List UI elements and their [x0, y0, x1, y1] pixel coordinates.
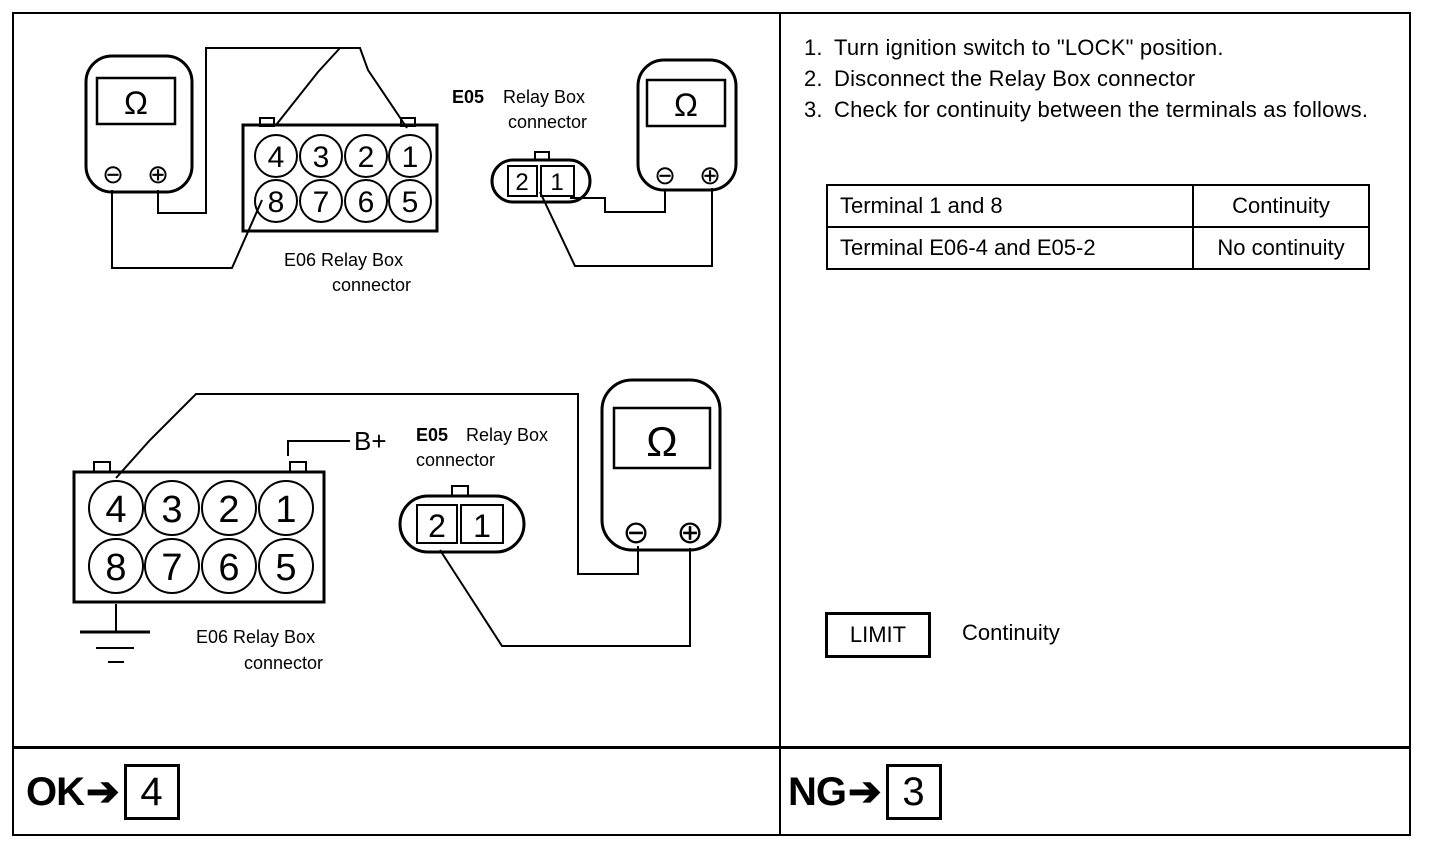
bottom-e06-connector: 4 3 2 1 8 7 6 5	[72, 461, 326, 604]
top-e05-label-id: E05	[452, 87, 484, 107]
bottom-e05-label-id: E05	[416, 425, 448, 445]
step-number: 1.	[804, 35, 823, 60]
top-wires	[111, 47, 713, 269]
ohm-symbol: Ω	[646, 418, 677, 465]
pin-7: 7	[161, 547, 182, 589]
bottom-e05-label-line2: connector	[416, 450, 495, 470]
top-e05-label-line2: connector	[508, 112, 587, 132]
instruction-step: 2. Disconnect the Relay Box connector	[804, 63, 1394, 94]
bottom-e06-label-line1: E06 Relay Box	[196, 627, 315, 647]
top-e06-pins: 4 3 2 1 8 7 6 5	[254, 134, 432, 223]
ohm-symbol: Ω	[124, 85, 148, 121]
top-e05-connector: 2 1	[490, 151, 592, 204]
instruction-step: 3. Check for continuity between the termi…	[804, 94, 1394, 125]
e05-pin-1: 1	[550, 169, 563, 196]
instruction-step: 1. Turn ignition switch to "LOCK" positio…	[804, 32, 1394, 63]
bottom-diagram: Ω ⊖ ⊕ 4 3 2 1 8 7 6 5	[72, 378, 722, 663]
step-number: 3.	[804, 97, 823, 122]
table-row: Terminal E06-4 and E05-2 No continuity	[826, 226, 1370, 270]
bottom-e05-label-line1: Relay Box	[466, 425, 548, 445]
table-row: Terminal 1 and 8 Continuity	[826, 184, 1370, 228]
pin-3: 3	[161, 489, 182, 531]
terminals-cell: Terminal 1 and 8	[826, 184, 1194, 228]
top-diagram: Ω ⊖ ⊕ Ω ⊖ ⊕ 4 3 2 1 8 7	[84, 47, 738, 269]
bottom-wires	[80, 393, 691, 663]
pin-2: 2	[218, 489, 239, 531]
pin-1: 1	[402, 141, 419, 174]
pin-4: 4	[105, 489, 126, 531]
pin-7: 7	[313, 186, 330, 219]
pin-3: 3	[313, 141, 330, 174]
instruction-steps: 1. Turn ignition switch to "LOCK" positio…	[804, 32, 1394, 125]
horizontal-divider	[12, 746, 1411, 749]
vertical-divider	[779, 12, 781, 836]
plus-terminal-icon: ⊕	[147, 159, 169, 189]
pin-8: 8	[268, 186, 285, 219]
bottom-e06-label-line2: connector	[244, 653, 323, 673]
e05-pin-2: 2	[428, 508, 446, 544]
ng-next-step-link[interactable]: 3	[885, 764, 942, 820]
bottom-e05-connector: 2 1	[398, 485, 526, 554]
top-e06-label-line2: connector	[332, 275, 411, 295]
terminals-cell: Terminal E06-4 and E05-2	[826, 226, 1194, 270]
pin-5: 5	[275, 547, 296, 589]
limit-value: Continuity	[962, 620, 1060, 645]
top-right-ohmmeter: Ω ⊖ ⊕	[636, 58, 738, 192]
top-e06-label-line1: E06 Relay Box	[284, 250, 403, 270]
e05-pin-2: 2	[515, 169, 528, 196]
step-text: Disconnect the Relay Box connector	[834, 66, 1196, 91]
ohm-symbol: Ω	[674, 87, 698, 123]
step-text: Turn ignition switch to "LOCK" position.	[834, 35, 1224, 60]
step-text: Check for continuity between the termina…	[834, 97, 1369, 122]
arrow-right-icon: ➔	[86, 770, 120, 814]
ok-label: OK	[26, 769, 85, 814]
plus-terminal-icon: ⊕	[699, 160, 721, 190]
pin-1: 1	[275, 489, 296, 531]
battery-positive-label: B+	[354, 426, 387, 456]
limit-badge: LIMIT	[825, 612, 931, 658]
top-left-ohmmeter: Ω ⊖ ⊕	[84, 54, 194, 194]
pin-8: 8	[105, 547, 126, 589]
ok-next-step-link[interactable]: 4	[123, 764, 180, 820]
result-cell: No continuity	[1192, 226, 1370, 270]
pin-5: 5	[402, 186, 419, 219]
ok-result: OK ➔ 4	[26, 762, 180, 822]
arrow-right-icon: ➔	[848, 770, 882, 814]
bottom-e06-pins: 4 3 2 1 8 7 6 5	[88, 480, 314, 594]
pin-6: 6	[218, 547, 239, 589]
step-number: 2.	[804, 66, 823, 91]
bottom-ohmmeter: Ω ⊖ ⊕	[600, 378, 722, 552]
e05-pin-1: 1	[473, 508, 491, 544]
pin-2: 2	[358, 141, 375, 174]
plus-terminal-icon: ⊕	[677, 514, 704, 550]
ng-label: NG	[788, 769, 847, 814]
ng-result: NG ➔ 3	[788, 762, 942, 822]
top-e06-connector: 4 3 2 1 8 7 6 5	[241, 117, 439, 233]
result-cell: Continuity	[1192, 184, 1370, 228]
top-e05-label-line1: Relay Box	[503, 87, 585, 107]
minus-terminal-icon: ⊖	[102, 159, 124, 189]
minus-terminal-icon: ⊖	[654, 160, 676, 190]
pin-6: 6	[358, 186, 375, 219]
pin-4: 4	[268, 141, 285, 174]
diagram-frame	[12, 12, 1411, 836]
continuity-table: Terminal 1 and 8 Continuity Terminal E06…	[826, 184, 1370, 270]
minus-terminal-icon: ⊖	[623, 514, 650, 550]
